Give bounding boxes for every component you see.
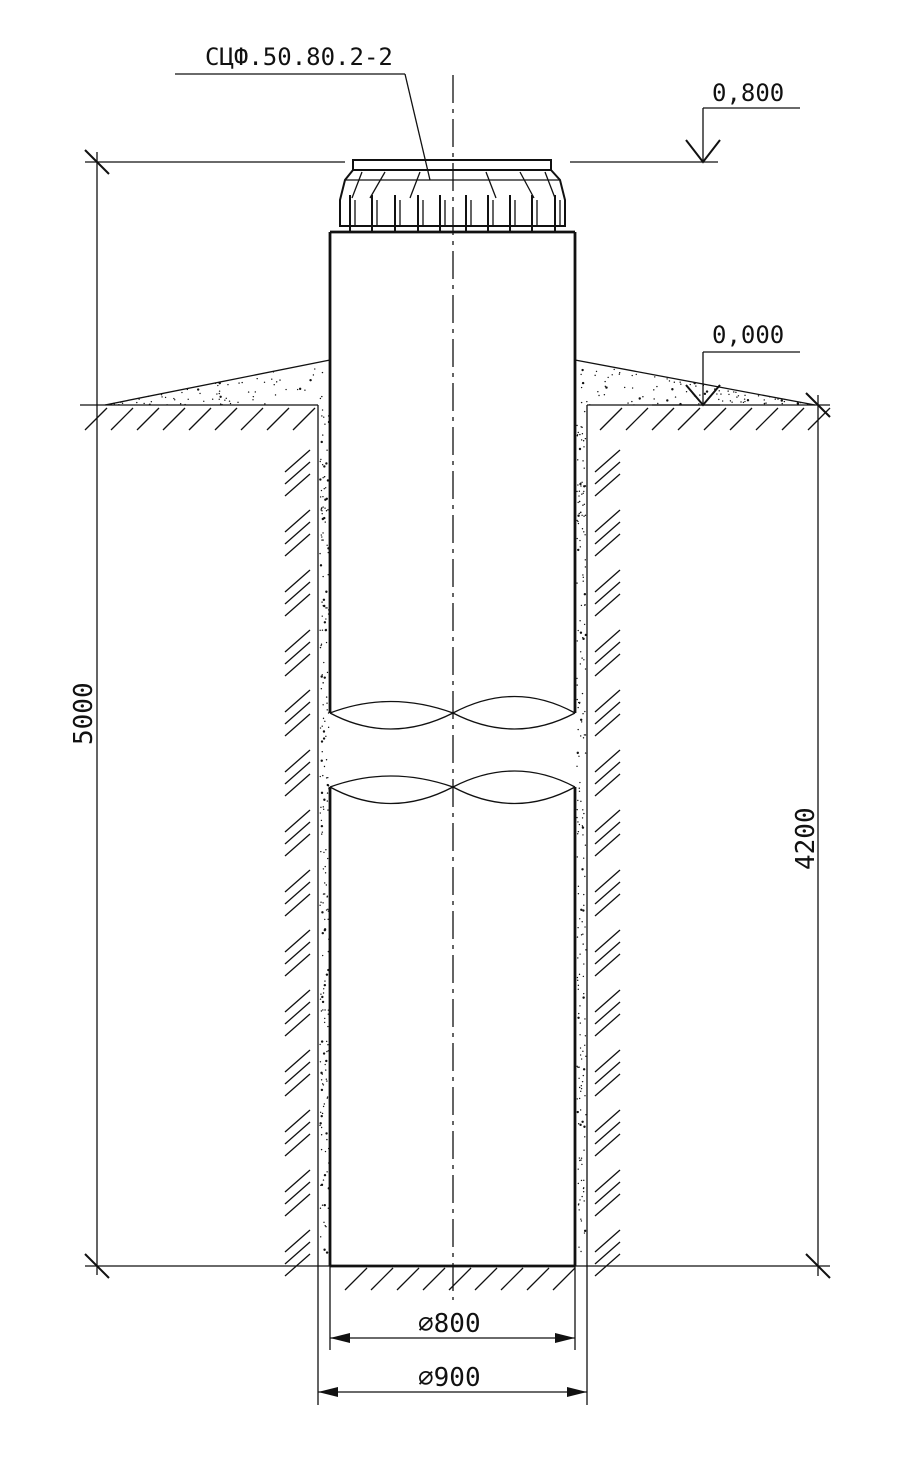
dimension-outer-diameter-label: ⌀900 [418,1363,481,1393]
dimension-buried-height [600,392,831,1279]
dimension-diameters [317,1266,588,1405]
product-code-label: СЦФ.50.80.2-2 [205,43,393,71]
concrete-backfill [110,368,809,1254]
level-marker-ground [652,351,800,407]
soil-hatching [84,407,831,1291]
ground-line [80,404,830,1267]
dimension-buried-height-label: 4200 [791,807,821,870]
level-ground-label: 0,000 [712,321,784,349]
dimension-inner-diameter-label: ⌀800 [418,1309,481,1339]
level-top-label: 0,800 [712,79,784,107]
backfill-mound [104,359,816,1266]
product-code-leader [175,73,431,181]
dimension-total-height-label: 5000 [69,682,99,745]
dimension-total-height [84,149,345,1279]
level-marker-top [570,107,800,164]
manhole-hatch [339,159,566,232]
